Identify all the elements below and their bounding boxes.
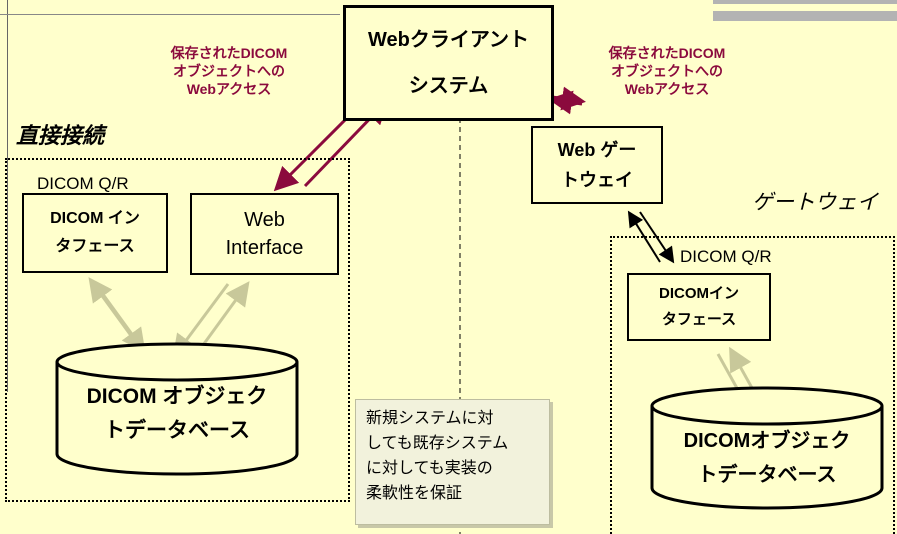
arrow-webif-db-a	[172, 283, 230, 359]
database-right-label: DICOMオブジェク トデータベース	[683, 430, 851, 486]
dicom-qr-label-left: DICOM Q/R	[37, 174, 129, 193]
gateway-region	[610, 236, 895, 534]
database-left-label: DICOM オブジェク トデータベース	[86, 385, 268, 442]
gateway-title: ゲートウェイ	[752, 191, 878, 214]
top-right-band-2	[713, 11, 897, 21]
database-left	[55, 342, 299, 476]
web-access-label-left: 保存されたDICOM オブジェクトへの Webアクセス	[170, 45, 288, 97]
arrow-client-to-gateway-b	[548, 90, 583, 115]
dicom-interface-right-box: DICOMイン タフェース	[627, 273, 771, 341]
top-left-line	[0, 14, 340, 15]
top-right-band	[713, 0, 897, 4]
web-client-line2: システム	[408, 75, 489, 97]
database-right	[650, 386, 884, 510]
dicom-qr-label-right: DICOM Q/R	[680, 247, 772, 266]
web-access-label-right: 保存されたDICOM オブジェクトへの Webアクセス	[608, 45, 726, 97]
arrow-dicom-to-gateway	[627, 210, 661, 263]
direct-connection-title: 直接接続	[16, 123, 105, 148]
arrow-db-dicomif-left	[88, 277, 142, 349]
direct-connection-region	[5, 158, 350, 502]
web-gateway-box: Web ゲー トウェイ	[531, 126, 663, 204]
left-edge-bar	[0, 0, 8, 392]
web-client-system-box: Webクライアント システム	[343, 5, 554, 121]
arrow-webif-db-b	[196, 281, 250, 353]
flexibility-note: 新規システムに対 しても既存システム に対しても実装の 柔軟性を保証	[355, 399, 550, 525]
dicom-interface-left-box: DICOM イン タフェース	[22, 193, 168, 273]
web-interface-box: Web Interface	[190, 193, 339, 275]
web-client-line1: Webクライアント	[367, 29, 530, 51]
